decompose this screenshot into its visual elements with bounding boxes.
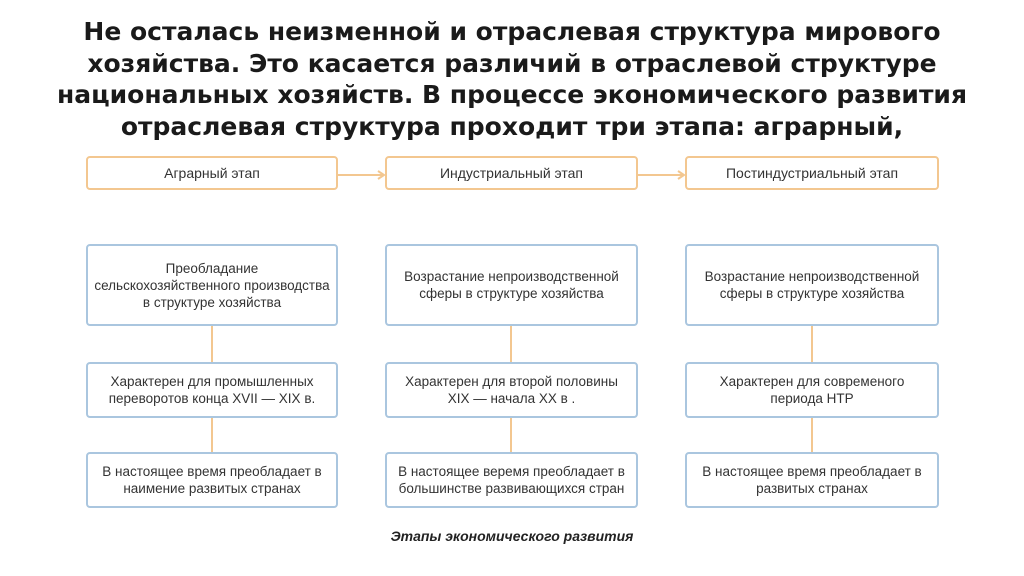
arrow-head-1 bbox=[377, 170, 386, 180]
connector bbox=[211, 326, 213, 362]
stage-agrarian: Аграрный этап bbox=[86, 156, 338, 190]
connector bbox=[510, 418, 512, 452]
connector bbox=[510, 326, 512, 362]
stages-diagram: Аграрный этап Индустриальный этап Постин… bbox=[84, 140, 944, 520]
period-box-agrarian: Характерен для промышленных переворотов … bbox=[86, 362, 338, 418]
feature-box-postindustrial: Возрастание непроизводственной сферы в с… bbox=[685, 244, 939, 326]
diagram-caption: Этапы экономического развития bbox=[390, 528, 634, 544]
feature-box-industrial: Возрастание непроизводственной сферы в с… bbox=[385, 244, 638, 326]
stage-arrows bbox=[338, 170, 686, 180]
stage-industrial: Индустриальный этап bbox=[385, 156, 638, 190]
arrow-head-2 bbox=[677, 170, 686, 180]
connector bbox=[811, 418, 813, 452]
stage-postindustrial: Постиндустриальный этап bbox=[685, 156, 939, 190]
connector bbox=[211, 418, 213, 452]
period-box-industrial: Характерен для второй половины XIX — нач… bbox=[385, 362, 638, 418]
now-box-agrarian: В настоящее время преобладает в наимение… bbox=[86, 452, 338, 508]
now-box-industrial: В настоящее веремя преобладает в большин… bbox=[385, 452, 638, 508]
slide-title: Не осталась неизменной и отраслевая стру… bbox=[56, 17, 968, 141]
connector bbox=[811, 326, 813, 362]
feature-box-agrarian: Преобладание сельскохозяйственного произ… bbox=[86, 244, 338, 326]
period-box-postindustrial: Характерен для современого периода НТР bbox=[685, 362, 939, 418]
now-box-postindustrial: В настоящее время преобладает в развитых… bbox=[685, 452, 939, 508]
